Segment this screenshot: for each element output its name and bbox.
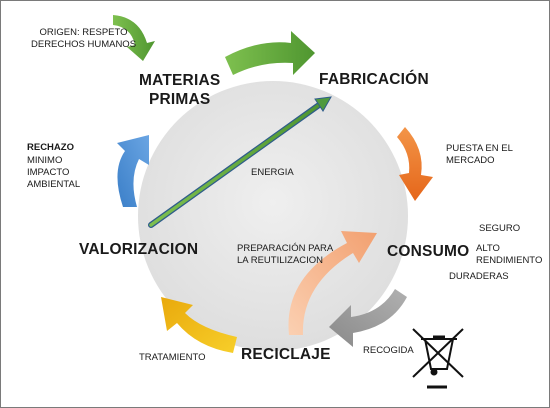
alto-rendimiento-note: ALTO RENDIMIENTO bbox=[476, 243, 543, 266]
energy-arrow-shaft bbox=[149, 103, 321, 227]
valorizacion-label: VALORIZACION bbox=[79, 241, 199, 258]
rechazo-title: RECHAZO bbox=[27, 142, 74, 153]
consumo-to-reciclaje-arrow bbox=[329, 289, 407, 347]
origen-note: ORIGEN: RESPETO DERECHOS HUMANOS bbox=[31, 27, 137, 50]
reutilizacion-arrow bbox=[288, 231, 377, 335]
fabricacion-to-consumo-arrow bbox=[397, 127, 433, 201]
materias-primas-label: MATERIAS PRIMAS bbox=[139, 72, 221, 108]
fabricacion-label: FABRICACIÓN bbox=[319, 71, 429, 88]
recogida-note: RECOGIDA bbox=[363, 345, 414, 356]
duraderas-note: DURADERAS bbox=[449, 271, 509, 282]
consumo-label: CONSUMO bbox=[387, 243, 470, 260]
tratamiento-note: TRATAMIENTO bbox=[139, 352, 206, 363]
seguro-note: SEGURO bbox=[479, 223, 521, 234]
cycle-circle bbox=[138, 81, 408, 351]
origen-arrow bbox=[113, 15, 155, 61]
preparacion-note: PREPARACIÓN PARA LA REUTILIZACION bbox=[237, 243, 334, 266]
materias-to-fabricacion-arrow bbox=[225, 31, 315, 75]
energy-arrow-head bbox=[314, 96, 332, 112]
reciclaje-to-valorizacion-arrow bbox=[161, 297, 237, 353]
rechazo-arrow bbox=[117, 135, 149, 207]
reciclaje-label: RECICLAJE bbox=[241, 346, 331, 363]
rechazo-note: MINIMO IMPACTO AMBIENTAL bbox=[27, 155, 81, 190]
crossed-out-bin-icon bbox=[412, 328, 464, 389]
energia-note: ENERGIA bbox=[251, 167, 294, 178]
puesta-note: PUESTA EN EL MERCADO bbox=[446, 143, 513, 166]
